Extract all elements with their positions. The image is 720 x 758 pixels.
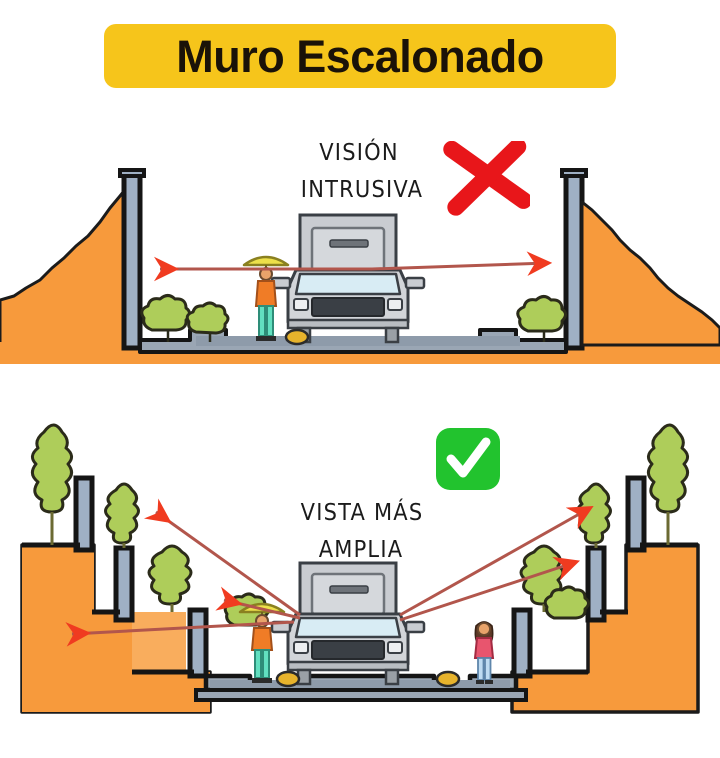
stepped-walls-right: [511, 475, 698, 679]
bush-group-right-top: [516, 295, 567, 342]
headlight-left: [293, 298, 309, 311]
bottom-scene-good-example: [20, 423, 700, 714]
label-vision-intrusiva-line1: VISIÓN: [319, 138, 399, 166]
sight-lines-left-bottom: [65, 498, 301, 647]
truck-mirror-right-bottom: [404, 620, 426, 634]
label-vista-mas-amplia-line1: VISTA MÁS: [300, 498, 424, 526]
truck-top: [270, 213, 426, 344]
red-x-icon: [443, 141, 530, 216]
title-banner: Muro Escalonado: [104, 24, 616, 88]
earth-terrace-2-left: [132, 612, 186, 672]
rock-bottom-right: [435, 670, 461, 688]
tree-left-tier3: [147, 544, 193, 612]
tree-right-tier2: [576, 482, 612, 548]
headlight-right: [387, 298, 403, 311]
rock-bottom-left: [275, 670, 301, 688]
left-retaining-wall: [121, 169, 143, 351]
sight-line-right-top: [371, 251, 553, 277]
tree-right-tier1: [647, 423, 689, 545]
right-wall-cap: [560, 168, 588, 178]
page-title: Muro Escalonado: [176, 30, 544, 82]
road-surface-bottom: [210, 680, 510, 688]
tree-left-tier2: [104, 482, 140, 548]
green-check-icon: [436, 428, 500, 490]
bush-group-left-top: [140, 294, 230, 342]
left-wall-cap: [118, 168, 146, 178]
truck-mirror-right: [404, 276, 426, 290]
right-retaining-wall: [563, 169, 585, 351]
top-scene-bad-example: [0, 168, 720, 364]
road-surface-top: [196, 336, 520, 346]
person-with-umbrella-top: [242, 255, 290, 341]
bush-right-lower: [543, 585, 590, 620]
left-embankment-earth: [0, 176, 138, 347]
rock-top: [284, 328, 310, 346]
tree-left-tier1: [31, 423, 73, 545]
sight-lines-right-bottom: [399, 505, 594, 622]
label-vista-mas-amplia-line2: AMPLIA: [318, 535, 404, 563]
right-embankment-earth: [580, 200, 720, 347]
person-standing-bottom: [473, 621, 495, 684]
label-vision-intrusiva-line2: INTRUSIVA: [300, 175, 424, 203]
road-base-bottom: [194, 688, 528, 702]
truck-bottom: [270, 561, 426, 686]
